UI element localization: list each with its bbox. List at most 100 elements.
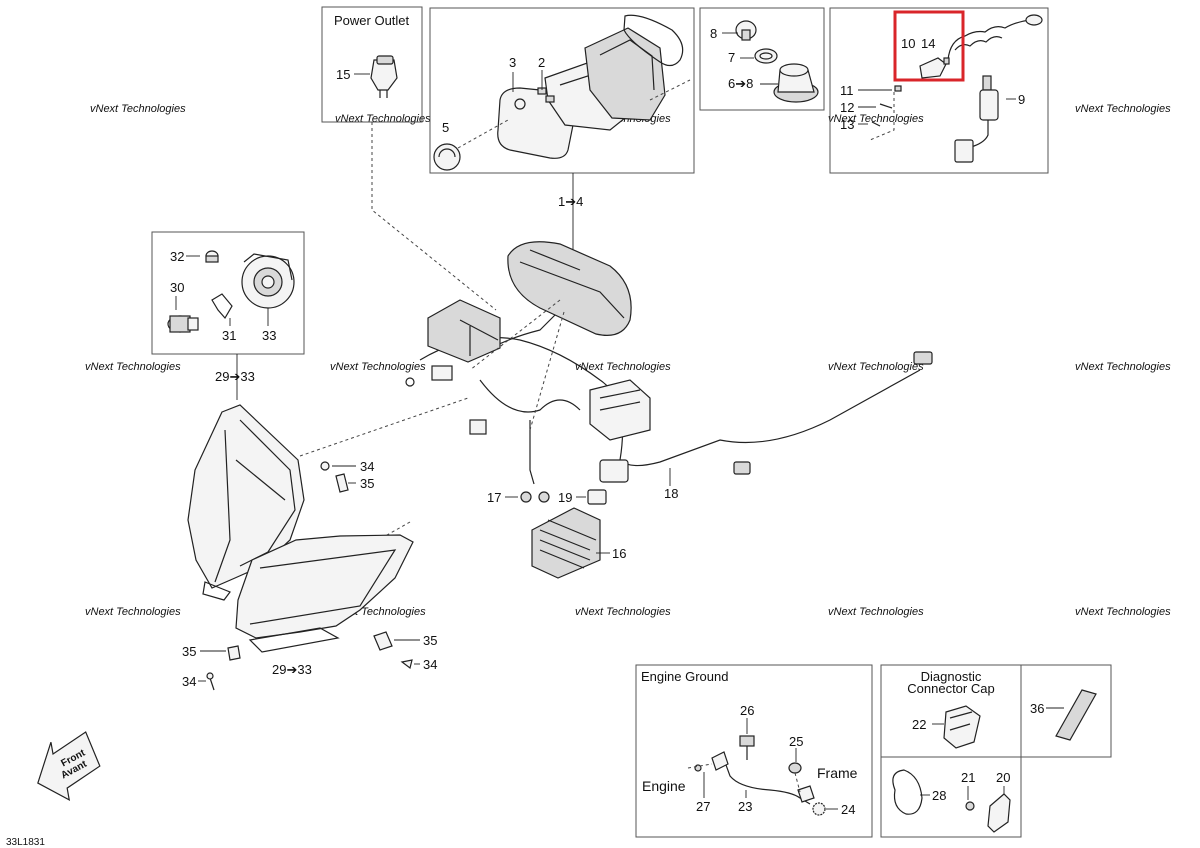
callout-34: 34 — [360, 459, 374, 474]
callout-9: 9 — [1018, 92, 1025, 107]
gauge-box: 3 2 5 — [429, 7, 695, 174]
sensor-washer-part[interactable] — [871, 103, 893, 127]
ground-bolt-part[interactable] — [739, 735, 755, 760]
right-headlight-part[interactable] — [235, 534, 414, 653]
bulb-cap-part[interactable] — [205, 250, 219, 263]
diagram-code: 33L1831 — [6, 837, 45, 848]
diagnostic-box: Diagnostic Connector Cap 22 36 28 21 20 — [880, 664, 1112, 838]
frame-label: Frame — [817, 765, 858, 781]
bracket-part[interactable] — [965, 793, 1011, 833]
watermark: vNext Technologies — [1075, 606, 1171, 618]
callout-29-33: 29➔33 — [215, 369, 255, 384]
callout-14: 14 — [921, 36, 935, 51]
ground-cable-part[interactable] — [711, 751, 815, 805]
callout-23: 23 — [738, 799, 752, 814]
wiring-harness-part[interactable] — [405, 309, 933, 485]
callout-12: 12 — [840, 100, 854, 115]
callout-35: 35 — [182, 644, 196, 659]
diagnostic-title-line2: Connector Cap — [907, 681, 994, 696]
callout-6-8: 6➔8 — [728, 76, 753, 91]
watermark: vNext Technologies — [335, 113, 431, 125]
callout-34: 34 — [423, 657, 437, 672]
sensor-box: 10 14 11 12 13 9 — [829, 7, 1049, 174]
callout-10: 10 — [901, 36, 915, 51]
sensor-screw-part[interactable] — [894, 85, 902, 92]
callout-31: 31 — [222, 328, 236, 343]
watermark: vNext Technologies — [330, 361, 426, 373]
callout-25: 25 — [789, 734, 803, 749]
fuse-box-part[interactable] — [589, 379, 651, 441]
callout-21: 21 — [961, 770, 975, 785]
switch-box: 8 7 6➔8 — [699, 7, 825, 111]
switch-ring-part[interactable] — [754, 48, 778, 64]
callout-26: 26 — [740, 703, 754, 718]
callout-19: 19 — [558, 490, 572, 505]
callout-22: 22 — [912, 717, 926, 732]
clip-nut-part[interactable] — [335, 473, 349, 493]
watermark: vNext Technologies — [1075, 103, 1171, 115]
callout-32: 32 — [170, 249, 184, 264]
engine-ground-title: Engine Ground — [641, 669, 728, 684]
instrument-cluster-part[interactable] — [507, 241, 632, 336]
callout-7: 7 — [728, 50, 735, 65]
relay-module-part[interactable] — [427, 299, 501, 363]
watermark: vNext Technologies — [828, 606, 924, 618]
coil-cable-part[interactable] — [947, 14, 1043, 61]
temperature-sensor-part[interactable] — [954, 75, 999, 163]
engine-ground-box: Engine Ground 26 25 27 23 24 Engine — [635, 664, 873, 838]
power-outlet-part[interactable] — [370, 55, 398, 98]
headlight-bulb-part[interactable] — [167, 315, 199, 333]
callout-36: 36 — [1030, 701, 1044, 716]
callout-35: 35 — [360, 476, 374, 491]
callout-29-33: 29➔33 — [272, 662, 312, 677]
callout-5: 5 — [442, 120, 449, 135]
watermark: vNext Technologies — [90, 103, 186, 115]
callout-13: 13 — [840, 117, 854, 132]
callout-17: 17 — [487, 490, 501, 505]
callout-20: 20 — [996, 770, 1010, 785]
voltage-regulator-part[interactable] — [531, 507, 601, 579]
watermark: vNext Technologies — [85, 606, 181, 618]
gauge-dial-part[interactable] — [433, 143, 461, 171]
connector-cover-part[interactable] — [587, 489, 607, 505]
sensor-clip-part[interactable] — [919, 57, 950, 79]
dust-cover-part[interactable] — [241, 253, 295, 309]
headlight-bulb-box: 32 30 31 33 — [151, 231, 305, 355]
callout-24: 24 — [841, 802, 855, 817]
adhesive-strip-part[interactable] — [1055, 689, 1097, 741]
callout-16: 16 — [612, 546, 626, 561]
headlight-fastener-part[interactable] — [206, 631, 413, 691]
switch-cap-part[interactable] — [735, 20, 757, 41]
switch-body-part[interactable] — [773, 63, 819, 103]
gauge-seal-part[interactable] — [623, 14, 684, 67]
ground-nut-part[interactable] — [788, 762, 802, 774]
bulb-retainer-spring-part[interactable] — [211, 293, 233, 320]
watermark: vNext Technologies — [828, 361, 924, 373]
selection-highlight — [893, 10, 965, 82]
diagnostic-cap-part[interactable] — [943, 705, 981, 749]
power-outlet-box: Power Outlet 15 — [321, 6, 423, 123]
watermark: vNext Technologies — [1075, 361, 1171, 373]
callout-3: 3 — [509, 55, 516, 70]
watermark: vNext Technologies — [575, 606, 671, 618]
engine-label: Engine — [642, 778, 686, 794]
callout-35: 35 — [423, 633, 437, 648]
callout-30: 30 — [170, 280, 184, 295]
rubber-grommet-part[interactable] — [320, 461, 330, 471]
callout-1-4: 1➔4 — [558, 194, 583, 209]
callout-15: 15 — [336, 67, 350, 82]
callout-27: 27 — [696, 799, 710, 814]
star-washer-part[interactable] — [812, 802, 826, 816]
diagnostic-title-line1: Diagnostic — [921, 669, 982, 684]
callout-18: 18 — [664, 486, 678, 501]
callout-11: 11 — [840, 83, 854, 98]
gauge-screw-part[interactable] — [537, 87, 555, 103]
tie-strap-part[interactable] — [892, 769, 923, 815]
callout-34: 34 — [182, 674, 196, 689]
callout-8: 8 — [710, 26, 717, 41]
callout-28: 28 — [932, 788, 946, 803]
watermark: vNext Technologies — [85, 361, 181, 373]
nut-part[interactable] — [520, 491, 550, 503]
watermark: vNext Technologies — [575, 361, 671, 373]
